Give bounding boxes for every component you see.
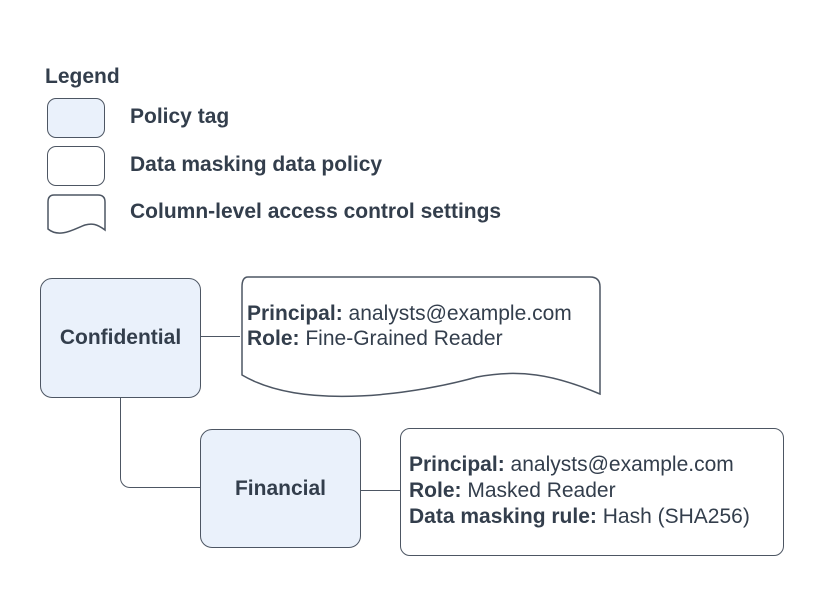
policy-tag-confidential-label: Confidential (59, 326, 182, 349)
legend-item-column-access: Column-level access control settings (130, 200, 502, 223)
masking-rule-value: Hash (SHA256) (602, 505, 750, 528)
connector-financial-to-data-policy (361, 490, 400, 491)
policy-tag-legend-swatch (47, 98, 105, 138)
role-label: Role: (409, 479, 462, 502)
principal-value: analysts@example.com (348, 302, 572, 325)
legend-item-data-masking-policy: Data masking data policy (130, 153, 383, 176)
masked-principal-line: Principal: analysts@example.com (409, 452, 750, 478)
data-masking-policy-box (400, 428, 784, 556)
principal-value: analysts@example.com (510, 453, 734, 476)
role-value: Masked Reader (467, 479, 616, 502)
policy-tag-financial-label: Financial (234, 476, 327, 500)
access-control-settings-text: Principal: analysts@example.com Role: Fi… (247, 301, 572, 351)
policy-tag-financial: Financial (200, 429, 361, 548)
legend-item-policy-tag: Policy tag (130, 105, 230, 128)
access-control-document-shape (238, 275, 602, 415)
connector-confidential-to-access-settings (200, 336, 240, 337)
role-value: Fine-Grained Reader (305, 327, 503, 350)
principal-label: Principal: (409, 453, 505, 476)
policy-tag-confidential: Confidential (40, 278, 201, 398)
access-role-line: Role: Fine-Grained Reader (247, 326, 572, 351)
role-label: Role: (247, 327, 300, 350)
data-masking-policy-text: Principal: analysts@example.com Role: Ma… (409, 452, 750, 530)
masking-rule-label: Data masking rule: (409, 505, 597, 528)
document-shape-legend-swatch (47, 194, 107, 240)
masking-rule-line: Data masking rule: Hash (SHA256) (409, 504, 750, 530)
data-policy-legend-swatch (47, 146, 105, 186)
masked-role-line: Role: Masked Reader (409, 478, 750, 504)
connector-confidential-to-financial (120, 397, 200, 488)
legend-title: Legend (45, 65, 120, 88)
principal-label: Principal: (247, 302, 343, 325)
access-principal-line: Principal: analysts@example.com (247, 301, 572, 326)
